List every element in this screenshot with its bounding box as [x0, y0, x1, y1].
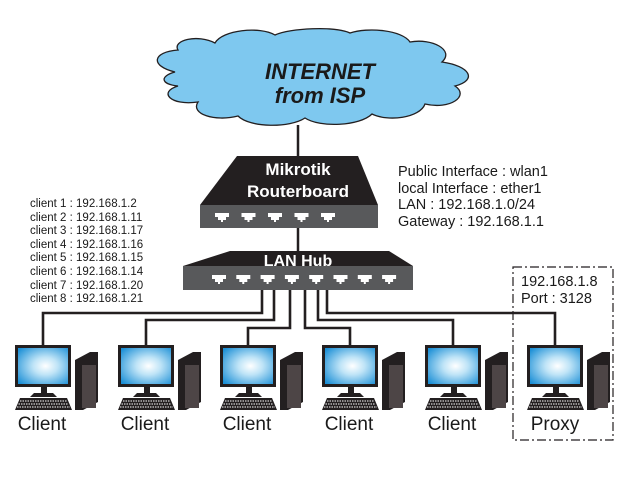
computer-label: Client — [222, 414, 272, 435]
client-ip-item: client 4 : 192.168.1.16 — [30, 238, 144, 251]
ethernet-port-icon — [284, 275, 299, 284]
ethernet-port-icon — [382, 275, 397, 284]
client-computer-icon — [425, 345, 508, 410]
router-info-line: Public Interface : wlan1 — [398, 164, 548, 180]
router-label-line1: Mikrotik — [265, 160, 331, 179]
network-cable — [303, 290, 352, 345]
ethernet-port-icon — [294, 213, 309, 222]
network-cable — [41, 290, 264, 345]
client-computer-icon — [118, 345, 201, 410]
ethernet-port-icon — [215, 213, 229, 222]
proxy-computer-icon — [527, 345, 610, 410]
router-port-strip — [200, 205, 378, 228]
router-info-line: Gateway : 192.168.1.1 — [398, 213, 544, 230]
client-ip-item: client 8 : 192.168.1.21 — [30, 293, 144, 306]
client-computer-icon — [15, 345, 98, 410]
network-cable — [316, 290, 455, 345]
client-ip-item: client 7 : 192.168.1.20 — [30, 279, 144, 292]
client-computer-icon — [220, 345, 303, 410]
computer-label: Client — [17, 414, 67, 435]
client-ip-list: client 1 : 192.168.1.2 client 2 : 192.16… — [30, 198, 143, 307]
internet-cloud-icon — [156, 27, 469, 126]
computer-label: Client — [324, 414, 374, 435]
hub-body — [183, 251, 413, 266]
ethernet-port-icon — [268, 213, 282, 222]
client-ip-item: client 2 : 192.168.1.11 — [30, 211, 143, 224]
router-info-line: LAN : 192.168.1.0/24 — [398, 197, 536, 213]
router-info: Public Interface : wlan1 local Interface… — [398, 164, 548, 230]
computer-label: Proxy — [530, 414, 580, 435]
ethernet-port-icon — [357, 275, 372, 284]
ethernet-port-icon — [309, 275, 324, 284]
client-ip-item: client 3 : 192.168.1.17 — [30, 225, 144, 238]
client-ip-item: client 5 : 192.168.1.15 — [30, 252, 144, 265]
ethernet-port-icon — [260, 275, 275, 284]
network-cable — [144, 290, 276, 345]
ethernet-port-icon — [333, 275, 348, 284]
router-info-line: local Interface : ether1 — [398, 180, 542, 197]
computer-label: Client — [427, 414, 477, 435]
ethernet-port-icon — [241, 213, 256, 222]
router-body — [200, 156, 378, 205]
proxy-info: 192.168.1.8 Port : 3128 — [521, 274, 598, 308]
ethernet-port-icon — [321, 213, 335, 222]
network-cable — [325, 290, 557, 345]
proxy-ip: 192.168.1.8 — [521, 274, 598, 290]
computer-label: Client — [120, 414, 170, 435]
client-ip-item: client 6 : 192.168.1.14 — [30, 265, 144, 278]
hub-label: LAN Hub — [263, 253, 333, 270]
client-computer-icon — [322, 345, 405, 410]
router-label-line2: Routerboard — [247, 182, 349, 201]
internet-label-line1: INTERNET — [265, 59, 375, 84]
internet-label-line2: from ISP — [274, 83, 366, 108]
ethernet-port-icon — [236, 275, 251, 284]
network-cable — [246, 290, 292, 345]
proxy-port: Port : 3128 — [521, 291, 592, 307]
ethernet-port-icon — [212, 275, 226, 284]
proxy-zone-box — [512, 266, 614, 441]
client-ip-item: client 1 : 192.168.1.2 — [30, 198, 137, 210]
